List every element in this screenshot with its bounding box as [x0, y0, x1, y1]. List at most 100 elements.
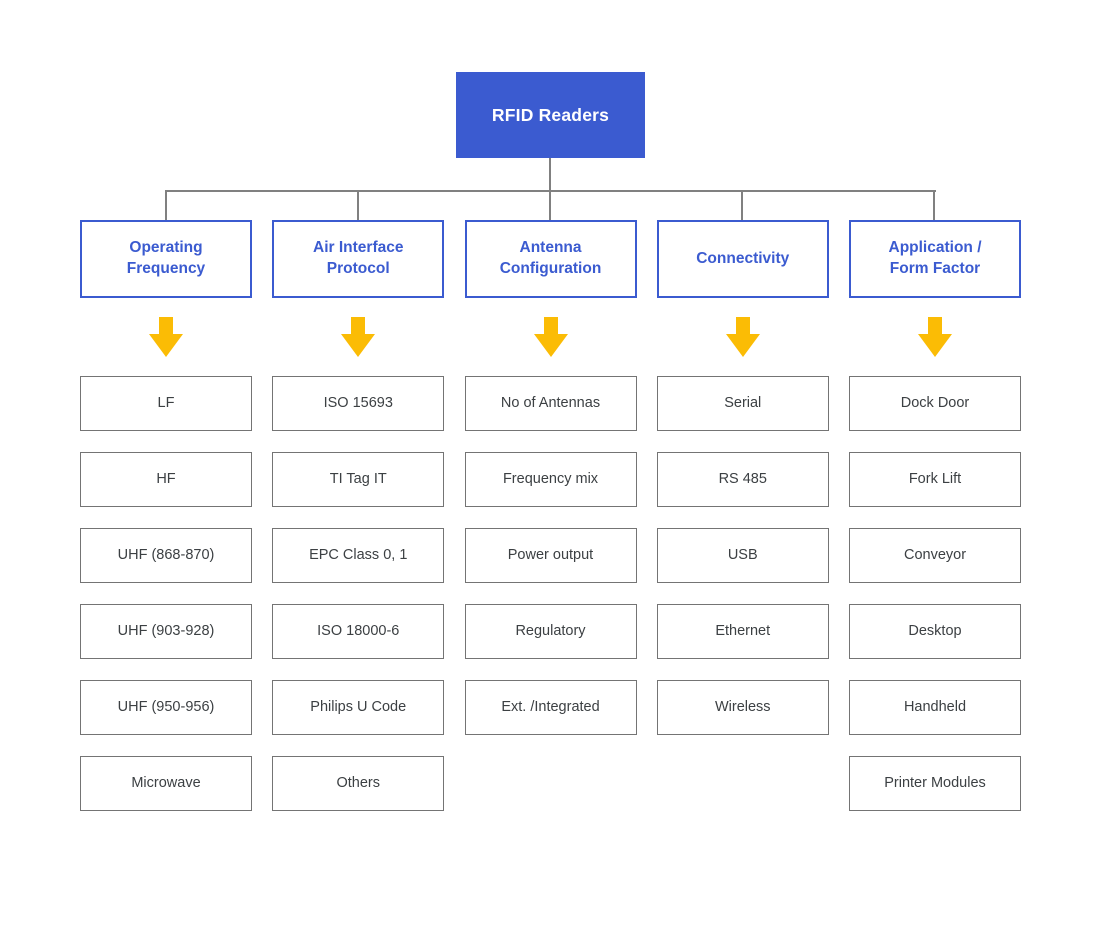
- arrow-shaft: [735, 317, 750, 335]
- item-box[interactable]: ISO 15693: [272, 376, 445, 431]
- item-box[interactable]: LF: [80, 376, 252, 431]
- item-label: UHF (903-928): [117, 622, 215, 639]
- item-label: Frequency mix: [502, 470, 599, 487]
- item-box[interactable]: Printer Modules: [849, 756, 1021, 811]
- item-box[interactable]: Ethernet: [656, 604, 829, 659]
- item-box[interactable]: HF: [80, 452, 252, 507]
- item-label: Ext. /Integrated: [501, 698, 600, 715]
- category-box-operating-frequency[interactable]: Operating Frequency: [80, 220, 252, 298]
- category-label: Antenna Configuration: [499, 239, 602, 277]
- item-box[interactable]: Regulatory: [464, 604, 637, 659]
- item-label: ISO 15693: [323, 394, 393, 411]
- item-label: Microwave: [131, 774, 201, 791]
- arrow-down-icon: [725, 317, 760, 357]
- item-box[interactable]: EPC Class 0, 1: [272, 528, 445, 583]
- connector-drop-application-form-factor: [933, 190, 935, 220]
- item-label: Printer Modules: [884, 774, 986, 791]
- item-label: ISO 18000-6: [317, 622, 400, 639]
- arrow-down-icon: [918, 317, 952, 357]
- item-label: HF: [156, 470, 176, 487]
- item-label: Philips U Code: [310, 698, 407, 715]
- item-label: No of Antennas: [500, 394, 601, 411]
- arrow-head: [725, 334, 760, 357]
- category-box-application-form-factor[interactable]: Application / Form Factor: [849, 220, 1021, 298]
- item-list-air-interface-protocol: ISO 15693 TI Tag IT EPC Class 0, 1 ISO 1800…: [272, 376, 445, 811]
- item-label: Regulatory: [515, 622, 586, 639]
- item-box[interactable]: Philips U Code: [272, 680, 445, 735]
- item-label: Power output: [507, 546, 594, 563]
- category-box-antenna-configuration[interactable]: Antenna Configuration: [464, 220, 637, 298]
- arrow-down-icon: [341, 317, 376, 357]
- arrow-shaft: [928, 317, 942, 335]
- item-label: TI Tag IT: [329, 470, 387, 487]
- arrow-head: [918, 334, 952, 357]
- arrow-slot-air-interface-protocol: [272, 298, 444, 376]
- arrow-head: [533, 334, 568, 357]
- item-label: UHF (868-870): [117, 546, 215, 563]
- arrow-shaft: [159, 317, 173, 335]
- item-label: Conveyor: [903, 546, 967, 563]
- item-box[interactable]: Desktop: [849, 604, 1021, 659]
- item-box[interactable]: UHF (950-956): [80, 680, 252, 735]
- item-label: Desktop: [908, 622, 962, 639]
- item-label: Ethernet: [715, 622, 771, 639]
- arrow-slot-connectivity: [657, 298, 829, 376]
- item-box[interactable]: USB: [656, 528, 829, 583]
- item-box[interactable]: No of Antennas: [464, 376, 637, 431]
- arrow-slot-application-form-factor: [849, 298, 1021, 376]
- connector-root-stem: [549, 158, 551, 191]
- connector-drop-air-interface-protocol: [357, 190, 359, 220]
- category-box-connectivity[interactable]: Connectivity: [656, 220, 829, 298]
- item-box[interactable]: Microwave: [80, 756, 252, 811]
- category-label: Air Interface Protocol: [313, 239, 404, 277]
- item-box[interactable]: UHF (868-870): [80, 528, 252, 583]
- item-label: Dock Door: [900, 394, 970, 411]
- arrow-down-icon: [149, 317, 183, 357]
- arrow-shaft: [543, 317, 558, 335]
- connector-drop-operating-frequency: [165, 190, 167, 220]
- connector-drop-antenna-configuration: [549, 190, 551, 220]
- item-box[interactable]: TI Tag IT: [272, 452, 445, 507]
- item-label: Handheld: [903, 698, 967, 715]
- item-box[interactable]: Wireless: [656, 680, 829, 735]
- item-label: RS 485: [718, 470, 767, 487]
- item-label: EPC Class 0, 1: [309, 546, 408, 563]
- item-box[interactable]: Handheld: [849, 680, 1021, 735]
- item-label: LF: [157, 394, 175, 411]
- item-box[interactable]: ISO 18000-6: [272, 604, 445, 659]
- arrow-slot-antenna-configuration: [465, 298, 637, 376]
- item-box[interactable]: Others: [272, 756, 445, 811]
- root-node-rfid-readers[interactable]: RFID Readers: [456, 72, 645, 158]
- arrow-down-icon: [533, 317, 568, 357]
- item-box[interactable]: Serial: [656, 376, 829, 431]
- item-label: Serial: [724, 394, 762, 411]
- arrow-head: [149, 334, 183, 357]
- category-label: Connectivity: [696, 249, 790, 267]
- item-box[interactable]: Conveyor: [849, 528, 1021, 583]
- root-node-label: RFID Readers: [491, 104, 610, 125]
- item-box[interactable]: Power output: [464, 528, 637, 583]
- item-list-operating-frequency: LF HF UHF (868-870) UHF (903-928) UHF (950-9…: [80, 376, 252, 811]
- item-label: Wireless: [714, 698, 771, 715]
- item-box[interactable]: Dock Door: [849, 376, 1021, 431]
- item-label: USB: [727, 546, 758, 563]
- arrow-slot-operating-frequency: [80, 298, 252, 376]
- category-label: Application / Form Factor: [888, 239, 982, 277]
- category-box-air-interface-protocol[interactable]: Air Interface Protocol: [272, 220, 445, 298]
- arrow-head: [341, 334, 376, 357]
- category-label: Operating Frequency: [126, 239, 206, 277]
- item-box[interactable]: Frequency mix: [464, 452, 637, 507]
- item-label: Fork Lift: [908, 470, 962, 487]
- item-box[interactable]: UHF (903-928): [80, 604, 252, 659]
- item-box[interactable]: Fork Lift: [849, 452, 1021, 507]
- item-box[interactable]: Ext. /Integrated: [464, 680, 637, 735]
- item-label: UHF (950-956): [117, 698, 215, 715]
- item-box[interactable]: RS 485: [656, 452, 829, 507]
